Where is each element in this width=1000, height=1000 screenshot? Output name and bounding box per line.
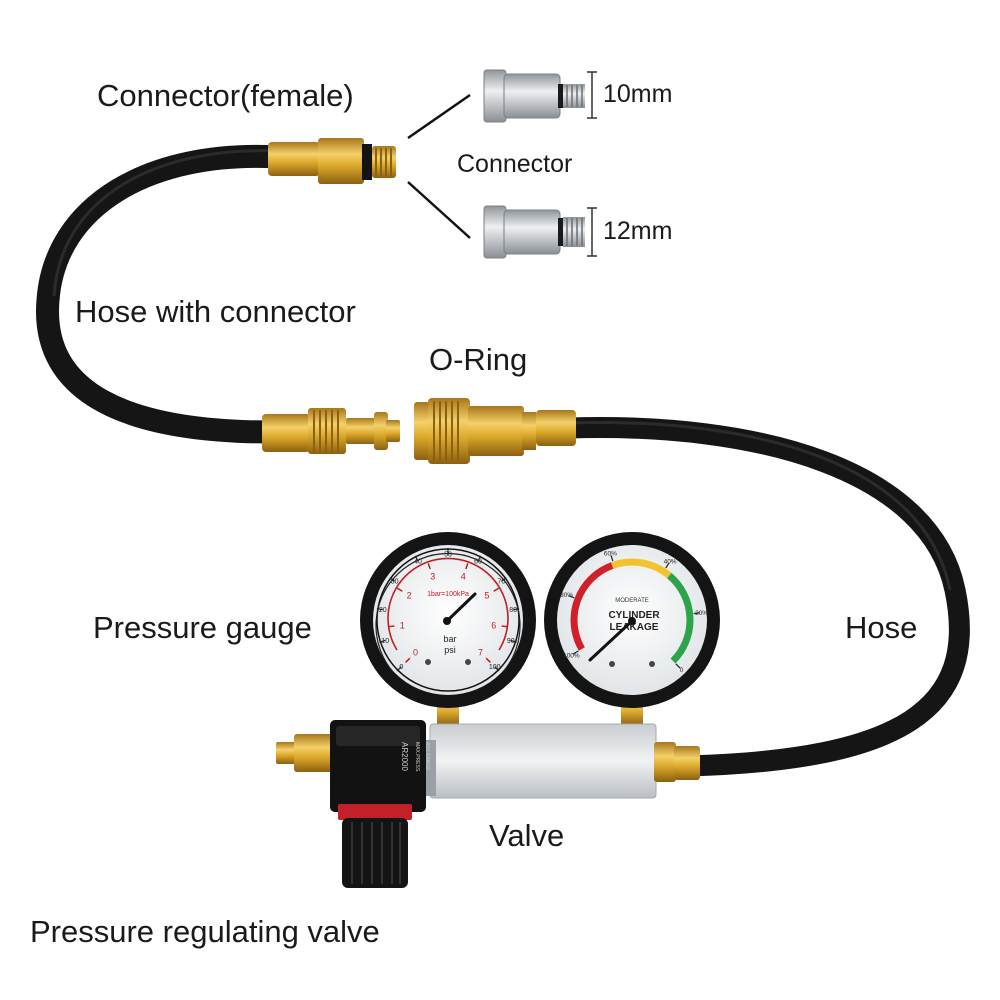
- bar-tick-label: 3: [430, 572, 435, 582]
- psi-tick-label: 30: [391, 579, 399, 586]
- bar-tick: [493, 587, 500, 592]
- bar-tick-label: 4: [461, 572, 466, 582]
- bar-tick-label: 7: [478, 648, 483, 658]
- psi-tick: [376, 608, 383, 611]
- label-size-10mm: 10mm: [603, 80, 673, 108]
- connector-12mm: [483, 205, 597, 259]
- leakage-scale: 100% 80% 60% 40% 20% 0: [560, 551, 708, 674]
- bar-tick-label: 5: [484, 591, 489, 601]
- bar-tick: [485, 657, 491, 663]
- label-o-ring: O-Ring: [429, 342, 528, 377]
- psi-tick-label: 80: [509, 607, 517, 614]
- leakage-tick: [675, 663, 681, 669]
- label-hose-with-connector: Hose with connector: [75, 294, 356, 329]
- psi-tick: [513, 608, 520, 611]
- psi-tick: [379, 639, 386, 643]
- leakage-title-2: LEAKAGE: [610, 622, 659, 633]
- hose-with-connector-line: [36, 144, 290, 444]
- label-valve: Valve: [489, 818, 565, 853]
- label-hose: Hose: [845, 610, 918, 645]
- bar-tick: [465, 563, 469, 570]
- pressure-gauge-unit-bar: bar: [443, 634, 456, 644]
- leakage-title-1: CYLINDER: [608, 610, 660, 621]
- valve-block: [429, 723, 700, 799]
- regulator-model: AR2000: [400, 742, 409, 771]
- pointer-lines: [407, 93, 471, 239]
- leakage-needle: [588, 619, 634, 662]
- psi-tick: [477, 555, 482, 562]
- leakage-tick: [665, 562, 670, 569]
- leakage-tick-label: 60%: [604, 551, 617, 558]
- psi-tick-label: 10: [381, 638, 389, 645]
- hose-line: [557, 417, 970, 777]
- leakage-tick: [610, 555, 614, 562]
- bar-tick: [427, 563, 431, 570]
- leakage-tick-label: 40%: [664, 559, 677, 566]
- leakage-tick: [568, 595, 575, 599]
- bar-tick: [388, 625, 395, 628]
- connector-female: [268, 138, 396, 184]
- psi-tick: [494, 666, 500, 672]
- psi-tick-label: 50: [444, 552, 452, 559]
- psi-tick-label: 100: [489, 664, 501, 671]
- label-size-12mm: 12mm: [603, 217, 673, 245]
- bar-tick: [396, 587, 403, 592]
- psi-tick: [389, 577, 395, 582]
- regulator-spec-1: MAX.PRESS.: [414, 742, 420, 773]
- psi-tick: [396, 666, 402, 672]
- leakage-tick-label: 100%: [563, 652, 580, 659]
- pressure-gauge: 0 1 2 3 4 5 6 7 0 10 20 30 40 50 60 70 80 90 100 1bar=100…: [360, 532, 536, 708]
- bar-scale: 0 1 2 3 4 5 6 7: [388, 563, 508, 663]
- label-connector: Connector: [457, 150, 573, 178]
- psi-tick-label: 70: [498, 579, 506, 586]
- psi-tick-label: 40: [414, 559, 422, 566]
- yellow-zone: [611, 558, 672, 579]
- leakage-tick-label: 0: [680, 667, 684, 674]
- bar-tick: [405, 657, 411, 663]
- label-connector-female: Connector(female): [97, 78, 354, 113]
- leakage-tick: [693, 612, 700, 615]
- psi-tick-label: 90: [507, 638, 515, 645]
- green-zone: [666, 572, 694, 664]
- psi-tick-label: 20: [379, 607, 387, 614]
- leakage-zone-label: MODERATE: [615, 598, 649, 604]
- red-zone: [570, 562, 614, 651]
- bar-tick-label: 6: [491, 620, 496, 630]
- male-coupler: [262, 408, 400, 454]
- leakage-tick: [572, 650, 579, 655]
- pressure-gauge-unit-note: 1bar=100kPa: [427, 591, 469, 598]
- psi-tick: [510, 639, 517, 643]
- connector-10mm: [483, 69, 597, 123]
- label-pressure-regulating-valve: Pressure regulating valve: [30, 914, 380, 949]
- leakage-gauge: 100% 80% 60% 40% 20% 0 MODERATE CYLINDER LEAK…: [544, 532, 720, 708]
- bar-tick-label: 0: [413, 648, 418, 658]
- pressure-regulator: AR2000 MAX.PRESS. ADJ.RANGE: [276, 720, 436, 888]
- psi-tick-label: 60: [474, 559, 482, 566]
- psi-tick-label: 0: [399, 664, 403, 671]
- bar-tick-label: 2: [407, 591, 412, 601]
- pressure-needle: [445, 592, 477, 623]
- bar-tick: [501, 625, 508, 628]
- regulator-spec-2: ADJ.RANGE: [424, 742, 430, 771]
- label-pressure-gauge: Pressure gauge: [93, 610, 312, 645]
- leakage-tick-label: 20%: [695, 610, 708, 617]
- bar-tick-label: 1: [400, 620, 405, 630]
- female-coupler: [414, 398, 576, 464]
- pressure-gauge-unit-psi: psi: [444, 645, 456, 655]
- psi-tick: [414, 555, 419, 562]
- leakage-tick-label: 80%: [560, 592, 573, 599]
- psi-tick: [501, 577, 507, 582]
